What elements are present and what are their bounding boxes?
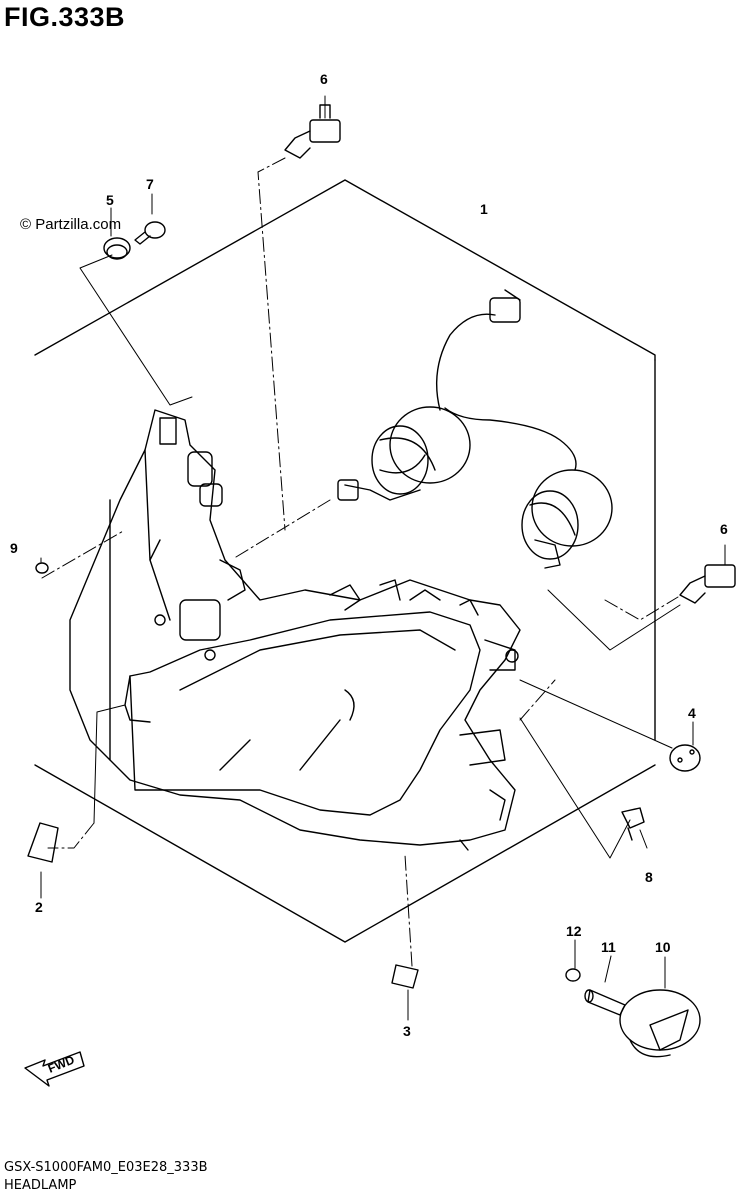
callout-1: 1	[480, 201, 488, 217]
callout-6-top: 6	[320, 71, 328, 87]
fwd-arrow: FWD	[24, 1051, 85, 1087]
washer-12	[565, 968, 581, 982]
callout-7: 7	[146, 176, 154, 192]
pad-3	[391, 964, 419, 989]
callout-4: 4	[688, 705, 696, 721]
cover-10	[619, 989, 701, 1058]
callout-8: 8	[645, 869, 653, 885]
assembly-boundary	[34, 179, 656, 943]
figure-name: HEADLAMP	[4, 1178, 77, 1193]
callout-3: 3	[403, 1023, 411, 1039]
callout-6-right: 6	[720, 521, 728, 537]
callout-9: 9	[10, 540, 18, 556]
figure-code: GSX-S1000FAM0_E03E28_333B	[4, 1160, 208, 1175]
callout-numbers: 1 2 3 4 5 6 6 7 8 9 10 11 12	[10, 71, 728, 1039]
grommet-4	[669, 744, 701, 772]
callout-10: 10	[655, 939, 671, 955]
solid-leaders	[79, 254, 681, 859]
callout-2: 2	[35, 899, 43, 915]
callout-5: 5	[106, 192, 114, 208]
headlamp-housing	[69, 409, 521, 851]
collar-11	[584, 989, 626, 1016]
callout-12: 12	[566, 923, 582, 939]
callout-lines	[40, 193, 694, 1021]
grommet-5	[103, 237, 131, 260]
pad-2	[27, 822, 59, 863]
figure-title: FIG.333B	[4, 2, 126, 32]
clip-8	[621, 807, 645, 841]
leader-lines	[41, 157, 679, 967]
watermark-text: © Partzilla.com	[20, 216, 122, 233]
bulb-right	[679, 544, 736, 604]
callout-11: 11	[601, 939, 616, 955]
screw-7	[134, 221, 166, 245]
socket-harness	[337, 289, 613, 569]
cushion-9	[35, 562, 49, 574]
bulb-top	[284, 95, 341, 159]
